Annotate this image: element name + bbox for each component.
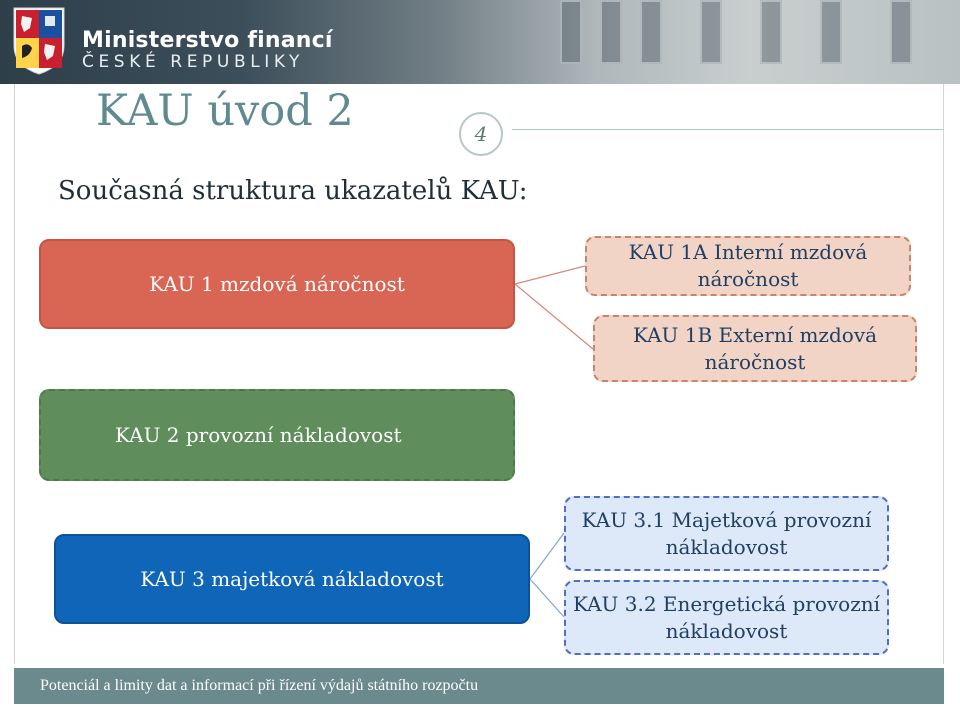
- czech-coat-of-arms-icon: [13, 7, 65, 75]
- node-kau32: KAU 3.2 Energetická provozní nákladovost: [564, 580, 889, 655]
- building-window: [890, 0, 912, 64]
- node-kau1b: KAU 1B Externí mzdová náročnost: [593, 315, 917, 382]
- slide-subtitle: Současná struktura ukazatelů KAU:: [58, 176, 528, 206]
- building-window: [560, 0, 582, 64]
- ministry-name: Ministerstvo financí: [82, 28, 333, 53]
- slide-title: KAU úvod 2: [96, 86, 354, 136]
- header-banner: Ministerstvo financí ČESKÉ REPUBLIKY: [0, 0, 960, 84]
- connector-kau1-kau1a: [514, 265, 586, 285]
- node-kau1a: KAU 1A Interní mzdová náročnost: [585, 236, 911, 296]
- building-window: [600, 0, 622, 64]
- footer-bar: [14, 668, 944, 704]
- title-divider: [512, 129, 944, 130]
- node-kau1: KAU 1 mzdová náročnost: [39, 239, 515, 329]
- connector-kau3-kau31: [529, 532, 565, 580]
- slide-frame: [14, 84, 944, 664]
- node-kau31: KAU 3.1 Majetková provozní nákladovost: [564, 496, 889, 571]
- building-window: [700, 0, 722, 64]
- connector-kau1-kau1b: [514, 283, 594, 350]
- country-name: ČESKÉ REPUBLIKY: [82, 52, 305, 72]
- page-number-badge: 4: [459, 112, 503, 156]
- connector-kau3-kau32: [529, 578, 565, 618]
- node-kau2: KAU 2 provozní nákladovost: [39, 389, 515, 481]
- footer-text: Potenciál a limity dat a informací při ř…: [40, 677, 479, 694]
- building-window: [820, 0, 842, 64]
- node-kau3: KAU 3 majetková nákladovost: [54, 534, 530, 624]
- building-window: [640, 0, 662, 64]
- building-window: [760, 0, 782, 64]
